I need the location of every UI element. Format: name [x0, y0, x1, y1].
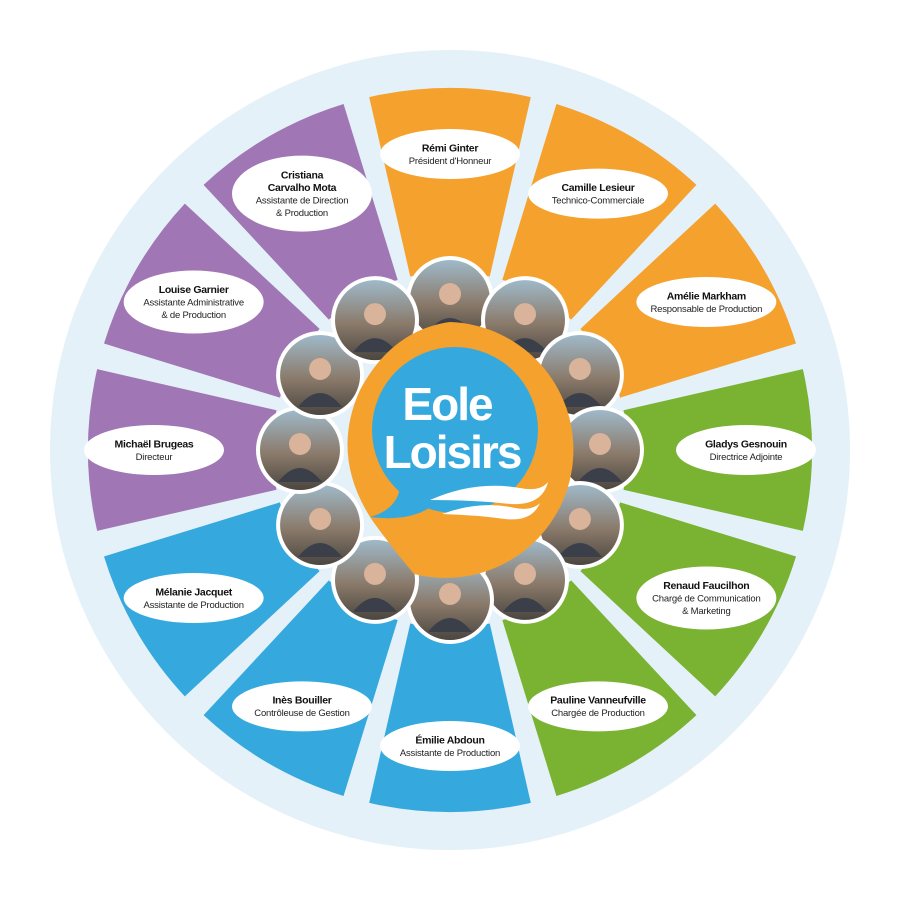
member-photo: [331, 535, 419, 624]
member-name: Michaël Brugeas: [115, 438, 194, 450]
member-name: Amélie Markham: [667, 290, 746, 302]
member-name: Renaud Faucilhon: [663, 580, 749, 592]
member-photo: [276, 481, 365, 569]
member-role: Directeur: [136, 452, 173, 463]
member-photo: [276, 331, 365, 419]
member-name: Carvalho Mota: [268, 182, 337, 194]
member-photo: [331, 276, 419, 365]
logo-wave: [430, 482, 548, 505]
member-role: Président d'Honneur: [409, 156, 492, 167]
member-photo: [556, 406, 644, 494]
member-name: Louise Garnier: [159, 284, 229, 296]
member-name: Pauline Vanneufville: [550, 695, 646, 707]
member-role: Chargé de Communication: [652, 594, 760, 605]
member-label-bg: [380, 129, 520, 179]
member-name: Cristiana: [281, 169, 324, 181]
member-name: Émilie Abdoun: [415, 733, 484, 746]
member-label-bg: [528, 168, 668, 219]
member-role: Directrice Adjointe: [710, 452, 783, 463]
member-role: Responsable de Production: [650, 304, 762, 315]
logo-blue-circle: [372, 347, 538, 513]
logo: Eole Loisirs: [347, 322, 574, 578]
member-label-bg: [636, 277, 777, 327]
logo-line2: Loisirs: [384, 426, 521, 478]
member-role: Assistante Administrative: [143, 298, 244, 309]
member-label-bg: [636, 566, 777, 630]
member-role: Assistante de Direction: [256, 195, 349, 206]
logo-wave-2: [442, 503, 540, 520]
team-photos: [256, 256, 644, 644]
member-label-bg: [676, 425, 816, 475]
member-role: Assistante de Production: [144, 600, 244, 611]
logo-speech-tail: [370, 488, 432, 519]
member-role: Contrôleuse de Gestion: [254, 708, 349, 719]
member-label-bg: [232, 681, 372, 732]
member-label-bg: [232, 155, 372, 232]
member-name: Mélanie Jacquet: [155, 586, 232, 598]
member-role: Chargée de Production: [551, 708, 645, 719]
member-name: Inès Bouiller: [272, 695, 331, 707]
member-role: Assistante de Production: [400, 748, 500, 759]
member-name: Camille Lesieur: [561, 182, 634, 194]
member-label-bg: [528, 681, 668, 732]
logo-line1: Eole: [402, 378, 493, 430]
member-role: & Production: [276, 208, 328, 219]
member-label-bg: [84, 425, 224, 475]
member-role: Technico-Commerciale: [552, 195, 645, 206]
member-label-bg: [123, 270, 264, 334]
member-label-bg: [380, 721, 520, 771]
member-photo: [406, 556, 494, 644]
member-name: Rémi Ginter: [422, 142, 478, 154]
member-label-bg: [123, 573, 264, 623]
member-role: & Marketing: [682, 606, 731, 617]
member-name: Gladys Gesnouin: [705, 438, 787, 450]
member-photo: [256, 406, 344, 494]
member-photo: [406, 256, 494, 344]
member-role: & de Production: [161, 310, 226, 321]
